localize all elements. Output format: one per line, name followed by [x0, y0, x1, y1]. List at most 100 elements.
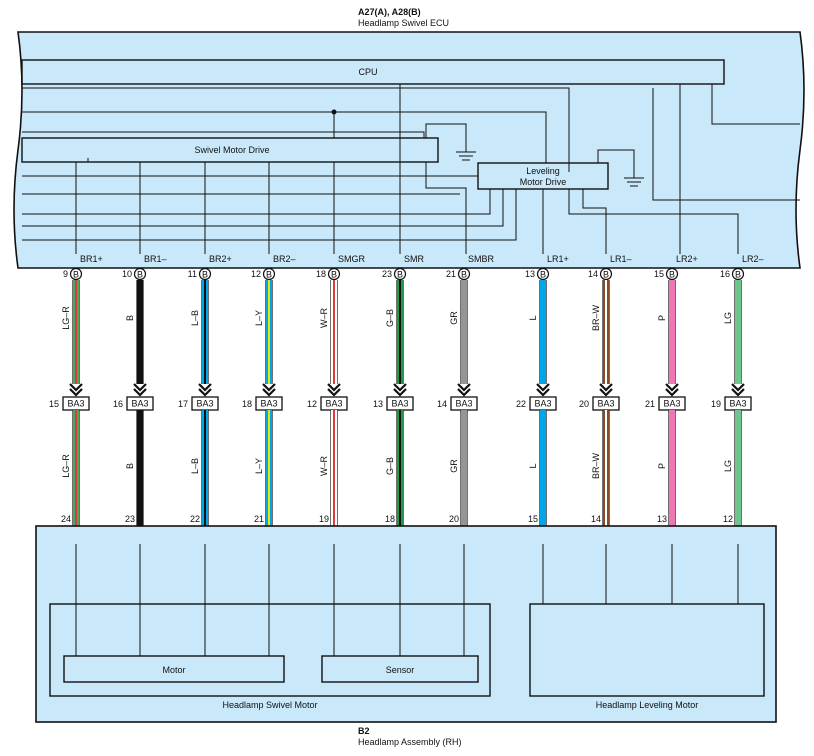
- motor-label: Motor: [162, 665, 185, 675]
- junction-pin-number: 21: [645, 399, 655, 409]
- assembly-pin-number: 21: [254, 514, 264, 524]
- wire-color-label-upper: G–B: [385, 309, 395, 327]
- wire-color-label-upper: GR: [449, 311, 459, 325]
- junction-chevron: [69, 388, 83, 397]
- ecu-signal-label: LR2–: [742, 254, 764, 264]
- junction-chevron: [262, 383, 276, 392]
- junction-pin-number: 18: [242, 399, 252, 409]
- wire-color-label-lower: L–B: [190, 458, 200, 474]
- connector-letter: B: [73, 270, 79, 280]
- wire-color-label-upper: L–Y: [254, 310, 264, 326]
- connector-letter: B: [202, 270, 208, 280]
- wire-color-label-lower: LG: [723, 460, 733, 472]
- wire-color-label-upper: LG: [723, 312, 733, 324]
- ecu-signal-label: LR2+: [676, 254, 698, 264]
- ecu-signal-label: SMBR: [468, 254, 495, 264]
- leveling-motor-block: [529, 603, 765, 697]
- circuits: BR1+B9LG–RBA315LG–R24BR1+BR1–B10BBA316B2…: [49, 254, 764, 542]
- circuit-10: LR2–B16LGBA319LG12LR2–: [711, 254, 764, 542]
- connector-letter: B: [397, 270, 403, 280]
- wire-color-label-upper: B: [125, 315, 135, 321]
- junction-chevron: [536, 383, 550, 392]
- assembly-pin-number: 24: [61, 514, 71, 524]
- wire-color-label-lower: W–R: [319, 456, 329, 477]
- circuit-6: SMBRB21GRBA314GR20SMBR: [437, 254, 495, 542]
- junction-code: BA3: [663, 399, 680, 409]
- junction-pin-number: 22: [516, 399, 526, 409]
- assembly-internal: Motor Sensor Headlamp Swivel Motor Headl…: [49, 544, 765, 710]
- swivel-motor-drive-label: Swivel Motor Drive: [194, 145, 269, 155]
- wire-color-label-upper: L: [528, 315, 538, 320]
- sensor-label: Sensor: [386, 665, 415, 675]
- ecu-connector-pin: [599, 267, 613, 281]
- leveling-motor-drive-label-1: Leveling: [526, 166, 560, 176]
- motor-block: [63, 655, 285, 683]
- ecu-connector-pin: [198, 267, 212, 281]
- junction-code: BA3: [534, 399, 551, 409]
- connector-letter: B: [461, 270, 467, 280]
- connector-letter: B: [735, 270, 741, 280]
- junction-code: BA3: [597, 399, 614, 409]
- assembly-pin-number: 14: [591, 514, 601, 524]
- ecu-connector-pin: [393, 267, 407, 281]
- junction-chevron: [198, 388, 212, 397]
- ecu-internal-wiring: CPU Swivel Motor Drive Leveling Motor Dr…: [21, 59, 800, 254]
- junction-pin-number: 14: [437, 399, 447, 409]
- circuit-1: BR1–B10BBA316B23BR1–: [113, 254, 167, 542]
- ecu-pin-number: 12: [251, 269, 261, 279]
- ecu-connector-pin: [327, 267, 341, 281]
- junction-pin-number: 19: [711, 399, 721, 409]
- ecu-pin-number: 9: [63, 269, 68, 279]
- ecu-code: A27(A), A28(B): [358, 7, 421, 17]
- wire-color-label-upper: LG–R: [61, 306, 71, 330]
- junction-chevron: [69, 383, 83, 392]
- junction-chevron: [133, 388, 147, 397]
- cpu-block: [21, 59, 725, 85]
- junction-chevron: [133, 383, 147, 392]
- junction-chevron: [198, 383, 212, 392]
- junction-chevron: [457, 388, 471, 397]
- junction-chevron: [665, 383, 679, 392]
- assembly-box: [35, 525, 777, 723]
- leveling-motor-drive-label-2: Motor Drive: [520, 177, 567, 187]
- ecu-pin-number: 15: [654, 269, 664, 279]
- ecu-connector-pin: [133, 267, 147, 281]
- junction-pin-number: 13: [373, 399, 383, 409]
- junction-code: BA3: [729, 399, 746, 409]
- leveling-motor-label: Headlamp Leveling Motor: [596, 700, 699, 710]
- junction-chevron: [457, 383, 471, 392]
- ecu-signal-label: LR1–: [610, 254, 632, 264]
- ecu-signal-label: BR2–: [273, 254, 296, 264]
- ecu-pin-number: 21: [446, 269, 456, 279]
- junction-chevron: [393, 388, 407, 397]
- junction-chevron: [599, 383, 613, 392]
- junction-chevron: [327, 388, 341, 397]
- assembly-code: B2: [358, 726, 370, 736]
- junction-code: BA3: [196, 399, 213, 409]
- junction-code: BA3: [391, 399, 408, 409]
- wire-color-label-lower: L: [528, 463, 538, 468]
- ecu-connector-pin: [731, 267, 745, 281]
- cpu-label: CPU: [358, 67, 377, 77]
- junction-chevron: [536, 388, 550, 397]
- assembly-pin-number: 22: [190, 514, 200, 524]
- ecu-signal-label: BR1+: [80, 254, 103, 264]
- ecu-pin-number: 10: [122, 269, 132, 279]
- ecu-box: [13, 31, 805, 269]
- assembly-pin-number: 13: [657, 514, 667, 524]
- ecu-connector-pin: [457, 267, 471, 281]
- junction-code: BA3: [67, 399, 84, 409]
- junction-chevron: [731, 388, 745, 397]
- wire-color-label-lower: G–B: [385, 457, 395, 475]
- ecu-pin-number: 16: [720, 269, 730, 279]
- junction-chevron: [731, 383, 745, 392]
- junction-pin-number: 20: [579, 399, 589, 409]
- ecu-signal-label: SMR: [404, 254, 425, 264]
- ecu-signal-label: SMGR: [338, 254, 366, 264]
- junction-chevron: [327, 383, 341, 392]
- connector-letter: B: [669, 270, 675, 280]
- connector-letter: B: [331, 270, 337, 280]
